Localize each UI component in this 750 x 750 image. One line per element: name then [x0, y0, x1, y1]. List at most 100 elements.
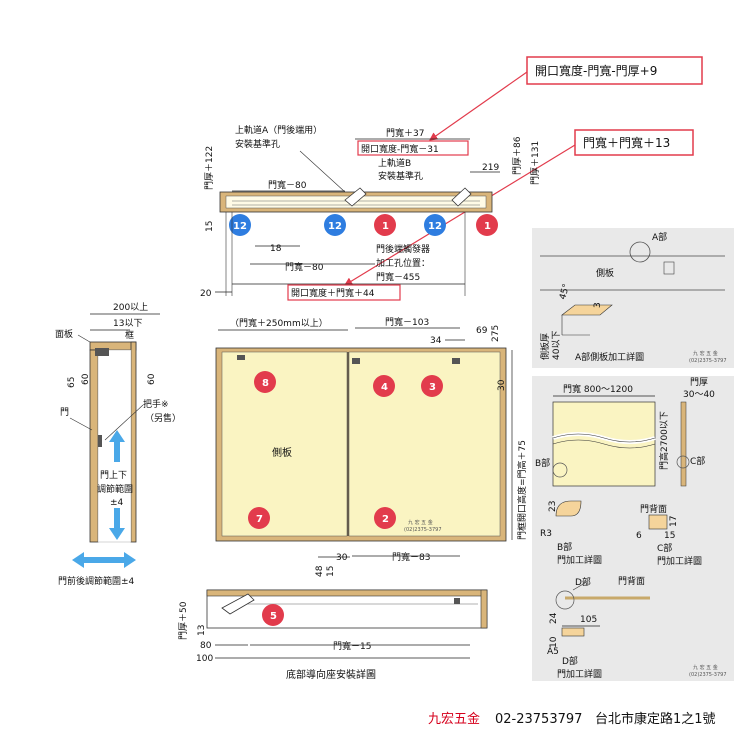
detail-dim-23: 23 [548, 501, 558, 512]
trigger-label-3: 門寬－455 [376, 271, 420, 283]
detail-d-title-1: D部 [562, 655, 578, 667]
detail-dim-15: 15 [664, 531, 675, 541]
bottom-view-title: 底部導向座安裝詳圖 [286, 668, 376, 681]
dim-60-b: 60 [147, 373, 157, 385]
dim-30-a: 30 [497, 379, 507, 391]
detail-part-d: D部 [575, 576, 591, 588]
detail-r3: R3 [540, 529, 552, 539]
adjust-label-3: ±4 [110, 498, 124, 508]
badge-1-b: 1 [484, 221, 491, 232]
footer-brand: 九宏五金 [428, 711, 480, 727]
detail-a-depth: 側板厚 [539, 333, 551, 360]
detail-a-label: A部 [652, 231, 667, 243]
detail-door-width: 門寬 800～1200 [563, 383, 633, 395]
detail-d-title-2: 門加工詳圖 [557, 668, 602, 680]
rail-a-hole-label: 安裝基準孔 [235, 138, 280, 150]
handle-sold-separately: （另售） [145, 412, 181, 424]
detail-c-title-1: C部 [657, 542, 672, 554]
detail-dim-24: 24 [549, 612, 559, 624]
adjust-label-1: 門上下 [100, 470, 127, 481]
door-detail-panel: 門寬 800～1200 門厚 30～40 門高2700以下 B部 C部 23 R… [532, 376, 734, 681]
rail-a-label: 上軌道A（門後端用） [235, 124, 322, 136]
badge-1-a: 1 [382, 221, 389, 232]
frame-label: 框 [125, 329, 134, 341]
top-view: 上軌道A（門後端用） 安裝基準孔 門寬＋37 開口寬度-門寬－31 上軌道B 安… [200, 124, 541, 301]
detail-door-height: 門高2700以下 [658, 411, 670, 470]
rail-b-hole-label: 安裝基準孔 [378, 170, 423, 182]
door-label: 門 [60, 407, 69, 418]
dim-door-minus-83: 門寬－83 [392, 551, 430, 563]
watermark-a-tel: (02)2375-3797 [689, 358, 727, 364]
frame-height: 門框開口高度=門高＋75 [516, 440, 528, 540]
side-panel-label: 側板 [272, 446, 292, 459]
watermark-door: 九 宏 五 金 [693, 664, 718, 671]
dim-door-minus-80-lower: 門寬－80 [285, 261, 324, 273]
side-view: 200以上 13以下 框 面板 65 60 60 門 把手※ （另售） 門上下 … [55, 302, 181, 587]
dim-13: 13以下 [113, 319, 142, 329]
detail-dim-10: 10 [549, 636, 559, 648]
trigger-label-1: 門後端觸發器 [376, 243, 430, 255]
handle-label: 把手※ [143, 398, 169, 410]
front-back-adjust: 門前後調節範圍±4 [58, 575, 135, 587]
dim-60-a: 60 [81, 373, 91, 385]
badge-7: 7 [256, 514, 263, 525]
detail-dim-105: 105 [580, 615, 597, 625]
dim-door-thickness-122: 門厚＋122 [204, 146, 215, 190]
badge-12-a: 12 [233, 221, 247, 232]
dim-door-plus-250: （門寬＋250mm以上） [230, 317, 328, 329]
detail-part-c: C部 [690, 455, 705, 467]
dim-20: 20 [200, 289, 212, 299]
dim-30-b: 30 [336, 553, 348, 563]
detail-a5: A5 [547, 647, 559, 657]
callout-right-formula: 門寬＋門寬＋13 [343, 129, 694, 286]
dim-door-minus-15: 門寬－15 [333, 640, 371, 652]
detail-back-face: 門背面 [640, 503, 667, 515]
detail-dim-6: 6 [636, 531, 642, 541]
dim-65: 65 [67, 377, 77, 388]
dim-door-plus-50: 門厚＋50 [178, 601, 189, 640]
dim-13-bottom: 13 [197, 625, 207, 636]
trigger-label-2: 加工孔位置： [376, 257, 430, 269]
dim-door-thickness-131: 門厚＋131 [530, 141, 541, 185]
panel-label: 面板 [55, 328, 73, 340]
detail-a-side-panel: 側板 [596, 267, 614, 279]
dim-door-minus-80-upper: 門寬－80 [268, 179, 307, 191]
detail-b-title-2: 門加工詳圖 [557, 554, 602, 566]
badge-8: 8 [262, 378, 269, 389]
dim-275: 275 [491, 325, 501, 342]
detail-part-b: B部 [535, 457, 550, 469]
badge-5: 5 [270, 611, 277, 622]
dim-15-front: 15 [326, 566, 336, 577]
dim-80: 80 [200, 641, 212, 651]
callout-right-text: 門寬＋門寬＋13 [583, 135, 670, 150]
bottom-view: 5 門厚＋50 13 80 100 門寬－15 底部導向座安裝詳圖 [178, 589, 488, 681]
detail-a-title: A部側板加工詳圖 [575, 351, 644, 363]
watermark-door-tel: (02)2375-3797 [689, 672, 727, 678]
dim-18: 18 [270, 244, 282, 254]
dim-opening-plus-door-44: 開口寬度＋門寬＋44 [291, 287, 375, 299]
dim-100: 100 [196, 654, 213, 664]
detail-c-title-2: 門加工詳圖 [657, 555, 702, 567]
adjust-label-2: 調節範圍 [97, 483, 133, 495]
dim-15-top: 15 [205, 221, 215, 232]
detail-back-face-2: 門背面 [618, 575, 645, 587]
detail-a-panel: A部 側板 45° 3 側板厚 40以下 A部側板加工詳圖 九 宏 五 金 (0… [532, 228, 734, 368]
badge-4: 4 [381, 382, 388, 393]
watermark-front: 九 宏 五 金 [408, 519, 433, 526]
footer-address: 台北市康定路1之1號 [595, 711, 716, 727]
front-view: （門寬＋250mm以上） 門寬－103 69 275 34 側板 8 4 3 7… [215, 316, 528, 577]
badge-3: 3 [429, 382, 436, 393]
dim-34: 34 [430, 336, 442, 346]
detail-b-title-1: B部 [557, 541, 572, 553]
callout-top-formula: 開口寬度-門寬-門厚+9 [429, 56, 703, 141]
detail-a-angle: 45° [558, 283, 572, 301]
watermark-front-tel: (02)2375-3797 [404, 527, 442, 533]
callout-top-text: 開口寬度-門寬-門厚+9 [535, 63, 657, 78]
dim-200: 200以上 [113, 302, 148, 313]
detail-a-dim-3: 3 [593, 302, 603, 308]
detail-dim-17: 17 [669, 516, 679, 527]
detail-a-depth-2: 40以下 [552, 331, 562, 360]
dim-door-minus-103: 門寬－103 [385, 316, 429, 328]
footer-phone: 02-23753797 [495, 712, 582, 727]
